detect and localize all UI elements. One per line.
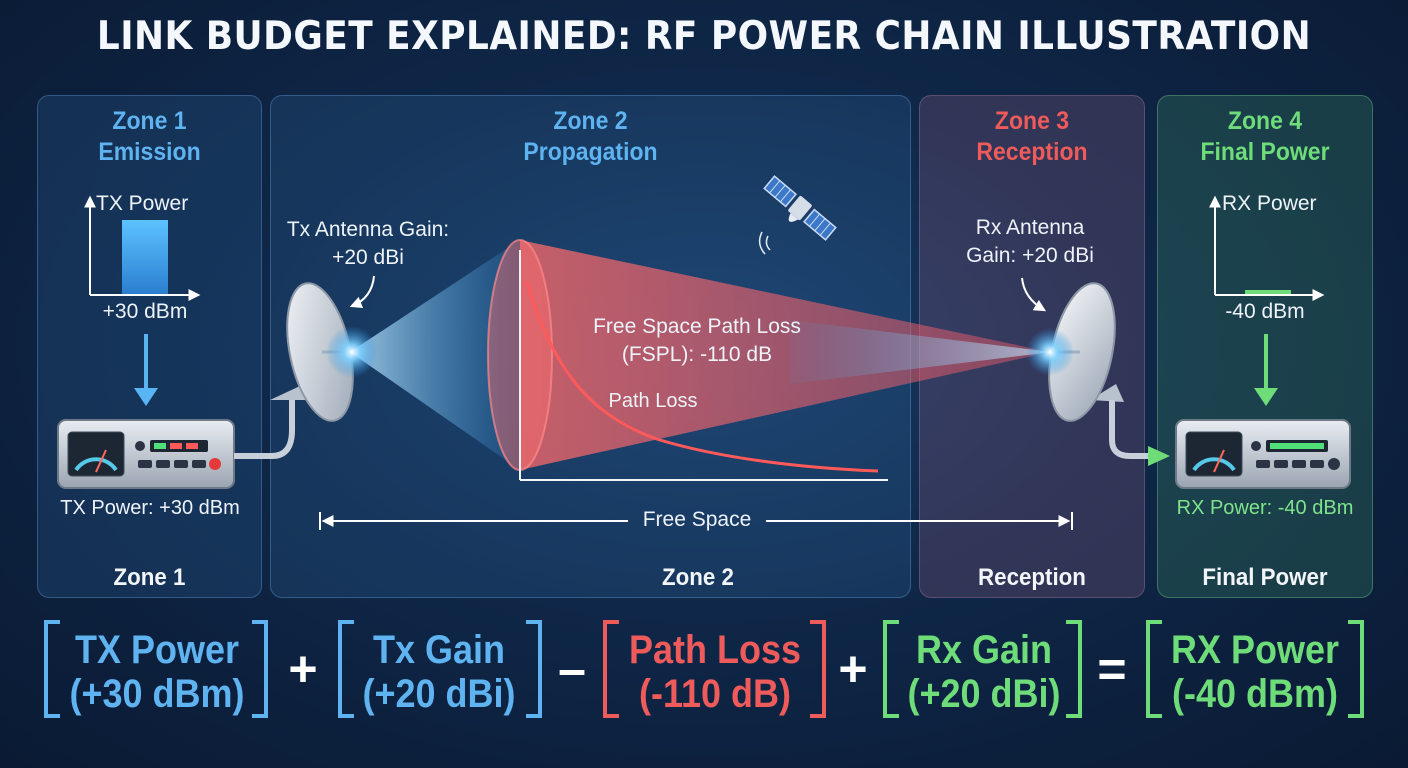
free-space-dimension <box>319 512 1073 530</box>
zone-2-title: Zone 2 Propagation <box>296 106 886 168</box>
bracket-right <box>1066 620 1082 718</box>
rx-radio-device-icon <box>1175 419 1351 489</box>
rx-device-label: RX Power: -40 dBm <box>1176 497 1354 519</box>
tx-power-chart <box>84 195 201 301</box>
eq-operator-minus: – <box>558 641 586 697</box>
fspl-label: Free Space Path Loss (FSPL): -110 dB <box>593 315 801 366</box>
zone-1-panel <box>37 95 262 598</box>
tx-radio-device-icon <box>57 419 235 489</box>
eq-term-value: (+30 dBm) <box>69 672 245 716</box>
rx-antenna-gain-label: Rx Antenna Gain: +20 dBi <box>966 216 1094 267</box>
zone-2-line2: Propagation <box>523 138 658 166</box>
zone-3-line1: Zone 3 <box>994 107 1070 135</box>
eq-operator-plus: + <box>838 641 868 697</box>
zone-4-line2: Final Power <box>1200 138 1330 166</box>
bracket-left <box>883 620 899 718</box>
eq-operator-plus: + <box>288 641 318 697</box>
zone-4-line1: Zone 4 <box>1227 107 1303 135</box>
tx-beam <box>350 240 520 470</box>
rx-beam <box>790 320 1052 384</box>
rx-power-chart <box>1209 195 1325 301</box>
bracket-left <box>603 620 619 718</box>
tx-antenna-gain-label: Tx Antenna Gain: +20 dBi <box>286 218 450 269</box>
bracket-right <box>526 620 542 718</box>
eq-term-name: Tx Gain <box>372 628 506 672</box>
satellite-icon <box>763 175 837 241</box>
zone-1-footer: Zone 1 <box>113 564 186 591</box>
zone-4-footer: Final Power <box>1202 564 1328 591</box>
page-title: LINK BUDGET EXPLAINED: RF POWER CHAIN IL… <box>96 14 1312 59</box>
eq-term-name: Path Loss <box>628 628 802 672</box>
tx-chart-value: +30 dBm <box>102 300 188 323</box>
bracket-left <box>338 620 354 718</box>
path-loss-curve <box>525 281 879 473</box>
tx-gain-pointer <box>349 275 375 309</box>
eq-term-name: Rx Gain <box>915 628 1053 672</box>
eq-term-value: (+20 dBi) <box>362 672 516 716</box>
zone-1-line2: Emission <box>98 138 201 166</box>
zone-3-title: Zone 3 Reception <box>928 106 1136 168</box>
zone-2-footer: Zone 2 <box>662 564 734 591</box>
tx-chart-axis-label: TX Power <box>96 192 189 215</box>
free-space-label: Free Space <box>642 508 752 531</box>
bracket-right <box>1348 620 1364 718</box>
zone-2-line1: Zone 2 <box>553 107 628 135</box>
rx-cable <box>1109 400 1150 459</box>
eq-term-value: (-110 dB) <box>638 672 792 716</box>
tx-dish-antenna-icon <box>270 282 378 422</box>
rx-input-arrow <box>1148 446 1170 466</box>
rx-gain-pointer <box>1021 277 1047 312</box>
path-loss-chart <box>519 250 888 481</box>
rx-dish-antenna-icon <box>1026 282 1124 422</box>
zone-4-title: Zone 4 Final Power <box>1166 106 1365 168</box>
eq-term-name: TX Power <box>74 628 240 672</box>
rx-chart-value: -40 dBm <box>1225 300 1305 323</box>
eq-term-tx-power: TX Power (+30 dBm) <box>57 628 257 716</box>
tx-down-arrow <box>134 334 158 406</box>
bracket-left <box>44 620 60 718</box>
eq-term-value: (-40 dBm) <box>1171 672 1338 716</box>
zone-1-title: Zone 1 Emission <box>46 106 253 168</box>
eq-term-value: (+20 dBi) <box>907 672 1061 716</box>
rx-chart-axis-label: RX Power <box>1222 192 1317 215</box>
eq-term-tx-gain: Tx Gain (+20 dBi) <box>352 628 527 716</box>
zone-3-line2: Reception <box>976 138 1088 166</box>
tx-cable <box>234 395 295 459</box>
eq-term-name: RX Power <box>1170 628 1340 672</box>
bracket-right <box>252 620 268 718</box>
eq-term-rx-power: RX Power (-40 dBm) <box>1159 628 1352 716</box>
bracket-right <box>810 620 826 718</box>
zone-3-footer: Reception <box>978 564 1086 591</box>
tx-power-bar <box>122 220 168 294</box>
tx-device-label: TX Power: +30 dBm <box>60 497 240 519</box>
eq-term-path-loss: Path Loss (-110 dB) <box>617 628 813 716</box>
eq-term-rx-gain: Rx Gain (+20 dBi) <box>896 628 1072 716</box>
bracket-left <box>1146 620 1162 718</box>
zone-1-line1: Zone 1 <box>112 107 187 135</box>
eq-operator-equals: = <box>1097 641 1127 697</box>
path-loss-label: Path Loss <box>608 390 698 412</box>
rx-power-bar <box>1245 290 1291 294</box>
rx-down-arrow <box>1254 334 1278 406</box>
